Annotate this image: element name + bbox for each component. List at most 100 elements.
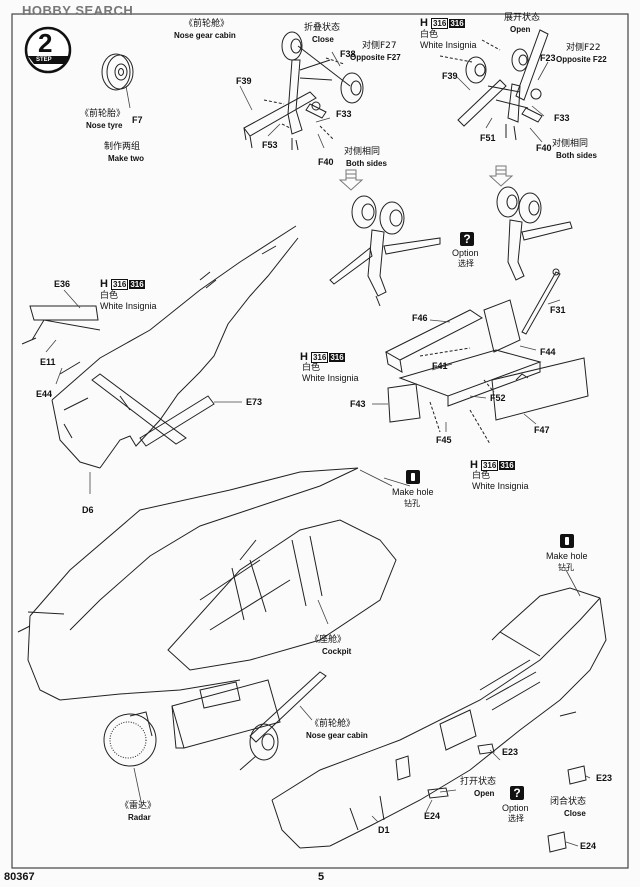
part-f39a: F39 [236,76,252,86]
part-e23a: E23 [502,747,519,757]
part-e24a: E24 [424,811,441,821]
option-2-en: Option [502,803,529,813]
part-d1: D1 [378,825,390,835]
part-e23b: E23 [596,773,613,783]
both-sides-2-en: Both sides [556,151,597,160]
paint-bay-left-en: White Insignia [302,373,359,383]
opposite-f27-en: Opposite F27 [350,53,401,62]
opposite-f27-cn: 对侧F27 [362,41,397,51]
option-2-cn: 选择 [508,814,524,823]
product-code: 80367 [4,871,35,883]
part-f33b: F33 [554,113,570,123]
part-f43: F43 [350,399,366,409]
radar-cn: 《雷达》 [120,801,157,811]
nose-tyre-drawing [101,53,134,91]
step-number: 2 [38,28,53,58]
part-f47: F47 [534,425,550,435]
close-bottom-en: Close [564,809,586,818]
part-f53: F53 [262,140,278,150]
make-two-cn: 制作两组 [104,142,141,152]
part-f33a: F33 [336,109,352,119]
drill-1-icon [406,470,420,484]
nose-gear-cabin-bottom-en: Nose gear cabin [306,731,368,740]
nose-gear-cabin-cn: 《前轮舱》 [184,19,230,29]
close-state-cn: 折叠状态 [304,23,341,33]
both-sides-1-cn: 对侧相同 [344,147,381,157]
direction-arrows-drawing [338,165,514,191]
paint-nose-cn: 白色 [100,291,119,301]
open-bottom-cn: 打开状态 [460,777,497,787]
open-state-cn: 展开状态 [504,13,541,23]
leader-lines-drawing [45,51,591,847]
part-f40b: F40 [536,143,552,153]
part-e44: E44 [36,389,53,399]
open-bottom-en: Open [474,789,495,798]
gear-assembled-right-drawing [496,186,573,335]
part-d6: D6 [82,505,94,515]
watermark-text: HOBBY SEARCH [22,3,134,18]
small-plates-drawing [427,743,587,853]
part-e24b: E24 [580,841,597,851]
open-state-en: Open [510,25,531,34]
paint-bay-right-en: White Insignia [472,481,529,491]
paint-top-en: White Insignia [420,40,477,50]
radar-en: Radar [128,813,151,822]
option-1-en: Option [452,248,479,258]
part-f31: F31 [550,305,566,315]
make-two-en: Make two [108,154,145,163]
make-hole-1-en: Make hole [392,487,434,497]
gear-closed-drawing [243,31,364,151]
part-f46: F46 [412,313,428,323]
part-f23: F23 [540,53,556,63]
part-f7: F7 [132,115,143,125]
nose-upper-section-drawing [21,225,299,469]
nose-tyre-en: Nose tyre [86,121,123,130]
part-e11: E11 [40,357,56,367]
drill-2-icon [560,534,574,548]
part-f52: F52 [490,393,506,403]
part-e73: E73 [246,397,263,407]
step-badge-icon [24,26,72,74]
opposite-f22-cn: 对侧F22 [566,43,601,53]
paint-bay-right-cn: 白色 [472,471,491,481]
step-label: STEP [36,57,52,63]
option-1-cn: 选择 [458,259,474,268]
opposite-f22-en: Opposite F22 [556,55,607,64]
option-2-icon: ? [510,786,524,800]
gear-bay-parts-drawing [384,299,589,445]
paint-top-cn: 白色 [420,30,439,40]
part-f39b: F39 [442,71,458,81]
make-hole-2-cn: 钻孔 [558,563,574,572]
cockpit-en: Cockpit [322,647,352,656]
cockpit-cn: 《座舱》 [310,635,347,645]
part-f44: F44 [540,347,556,357]
gear-open-drawing [439,29,549,141]
make-hole-2-en: Make hole [546,551,588,561]
part-f51: F51 [480,133,496,143]
part-f40a: F40 [318,157,334,167]
nose-gear-cabin-bottom-cn: 《前轮舱》 [310,719,356,729]
page-number: 5 [318,871,325,883]
part-f41: F41 [432,361,448,371]
nose-gear-cabin-en: Nose gear cabin [174,31,236,40]
fuselage-lower-drawing [17,467,397,771]
part-e36: E36 [54,279,71,289]
fuselage-rear-drawing [271,587,607,849]
part-f38: F38 [340,49,356,59]
gear-assembled-left-drawing [329,195,441,307]
close-bottom-cn: 闭合状态 [550,797,587,807]
part-f45: F45 [436,435,452,445]
nose-tyre-cn: 《前轮胎》 [80,109,126,119]
close-state-en: Close [312,35,334,44]
paint-bay-left-cn: 白色 [302,363,321,373]
both-sides-2-cn: 对侧相同 [552,139,589,149]
make-hole-1-cn: 钻孔 [404,499,420,508]
both-sides-1-en: Both sides [346,159,387,168]
paint-nose-en: White Insignia [100,301,157,311]
